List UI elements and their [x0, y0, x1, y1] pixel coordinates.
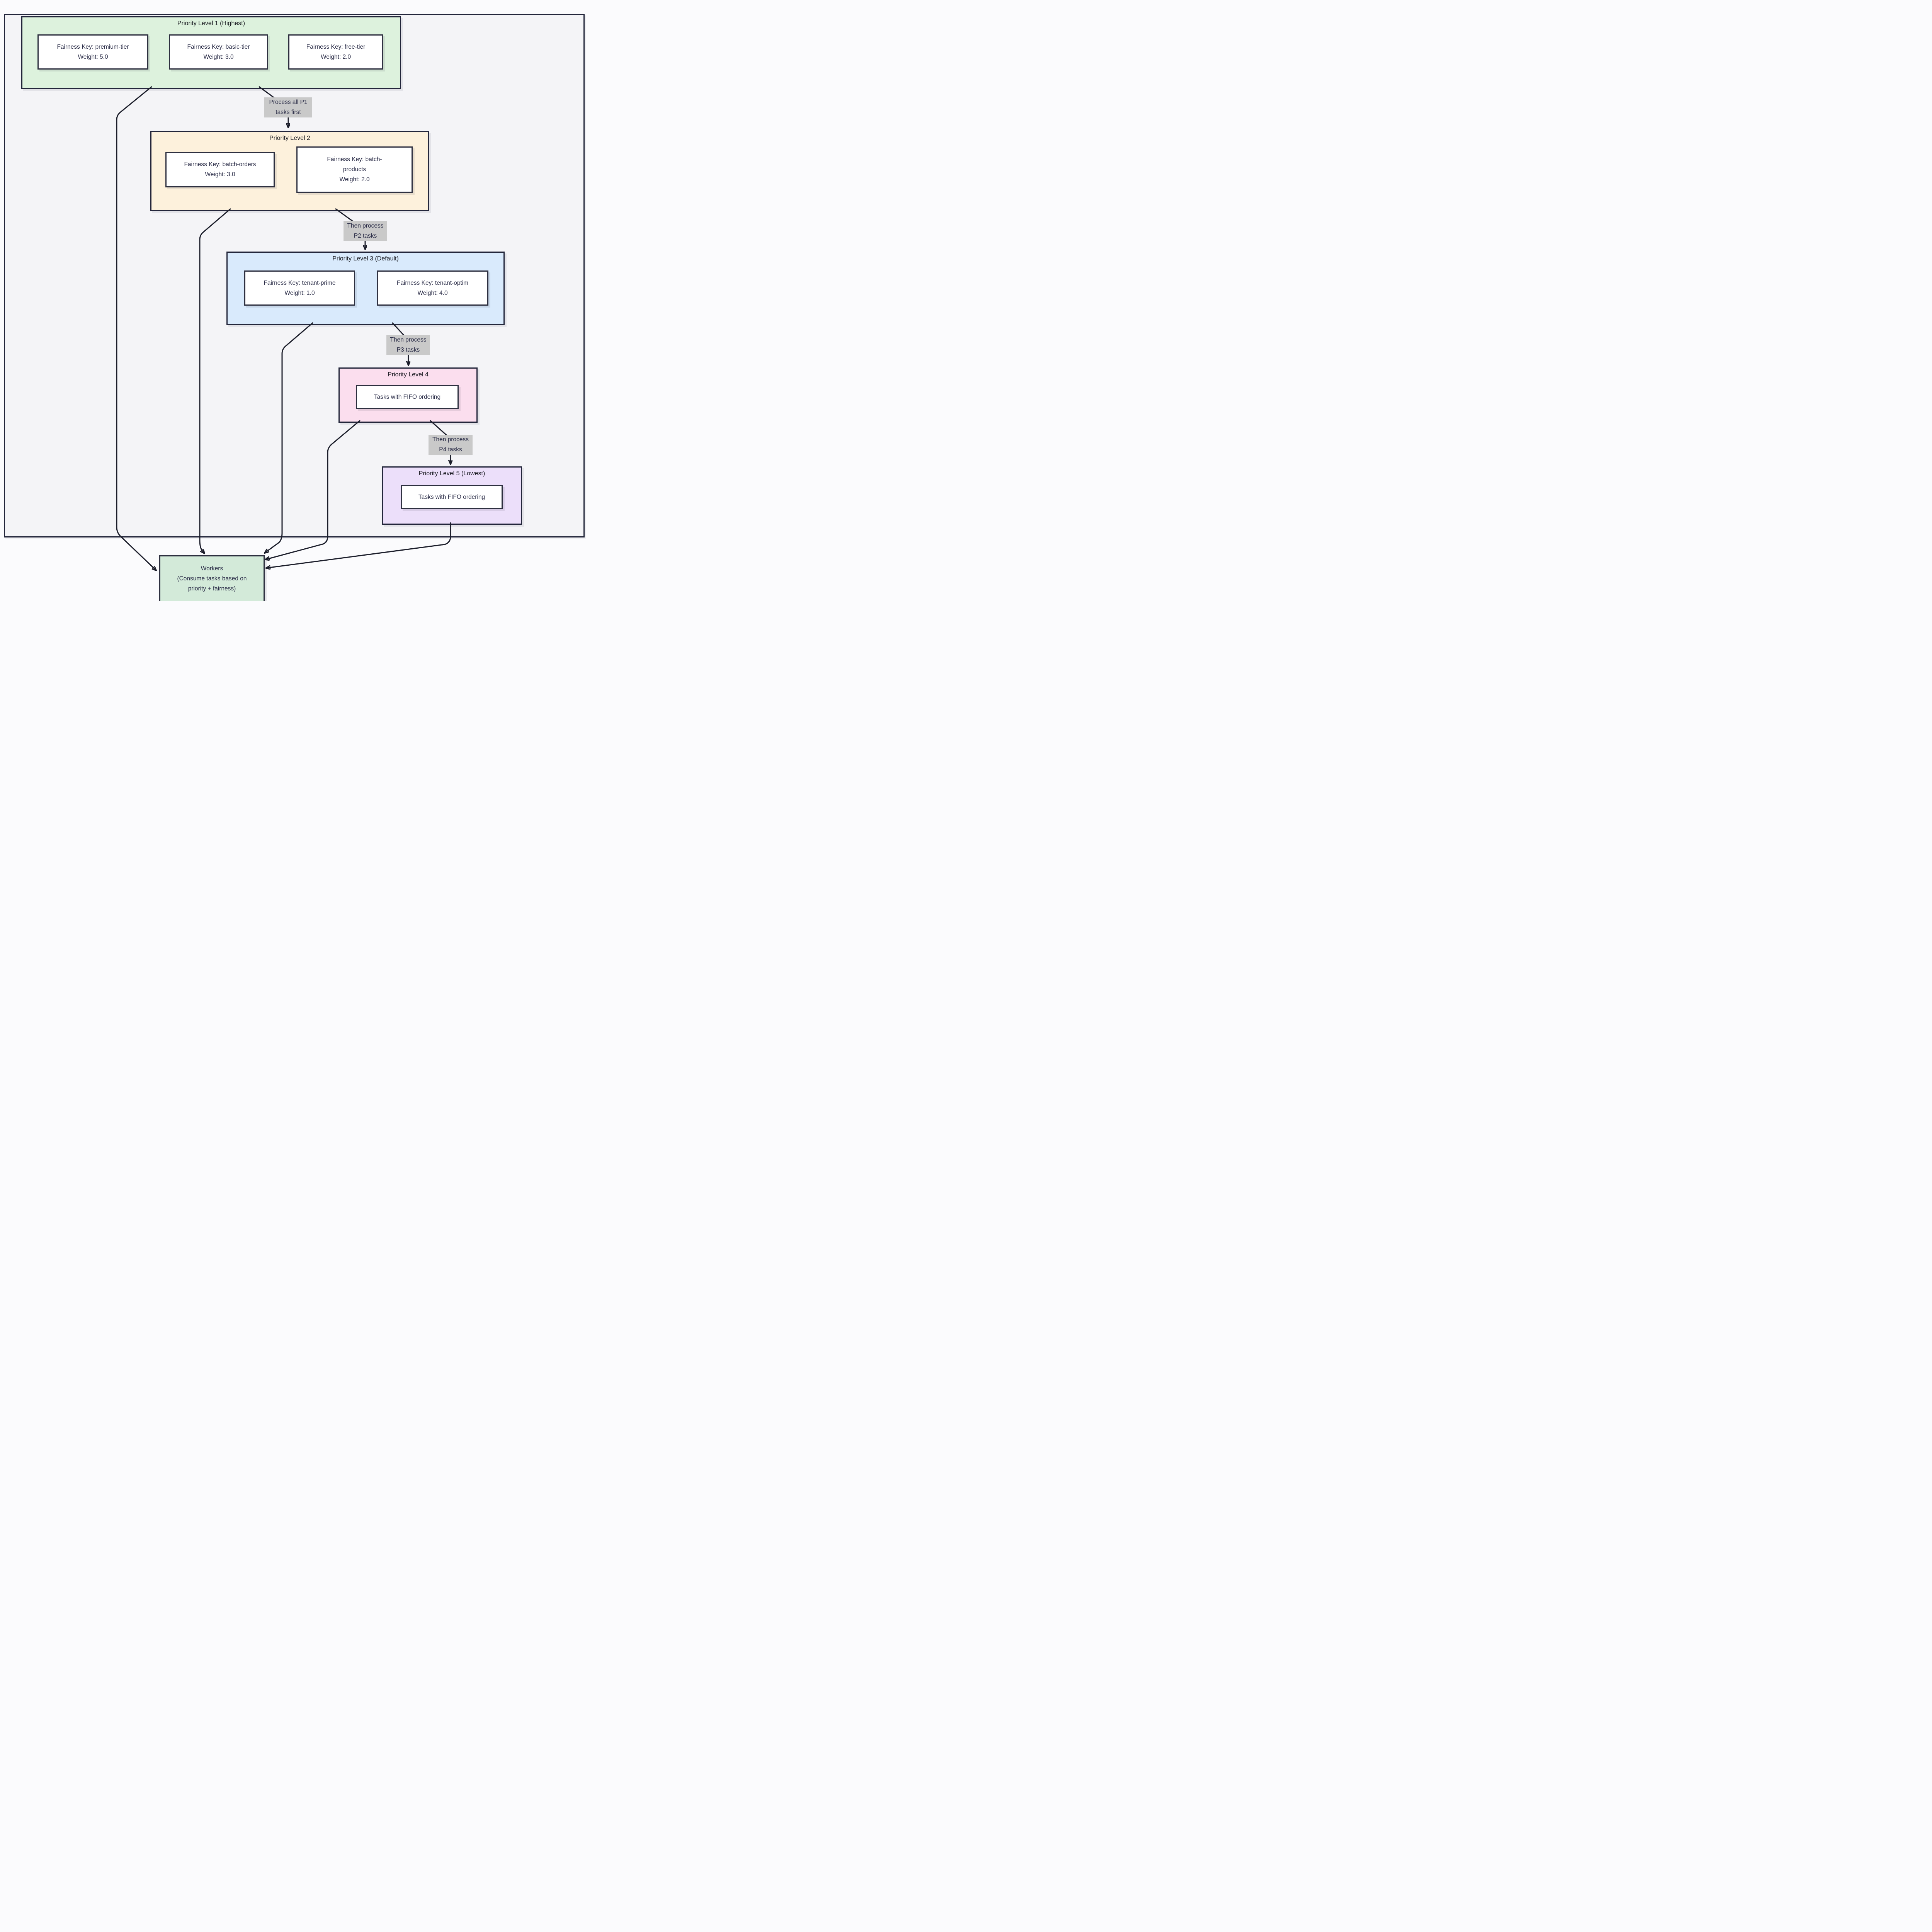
priority-level-2-title: Priority Level 2	[269, 135, 310, 141]
edge-label-line: P4 tasks	[439, 446, 462, 453]
node-line: Tasks with FIFO ordering	[374, 393, 441, 400]
node-line: Fairness Key: free-tier	[306, 43, 366, 50]
edge-label-p1-p2: Process all P1 tasks first	[264, 97, 312, 117]
node-tenant-prime: Fairness Key: tenant-prime Weight: 1.0	[244, 270, 355, 306]
edge-label-line: Then process	[432, 436, 469, 443]
node-line: Fairness Key: batch-orders	[184, 161, 256, 168]
node-line: (Consume tasks based on	[177, 575, 247, 582]
edge-label-line: Then process	[390, 337, 427, 343]
edge-label-p4-p5: Then process P4 tasks	[429, 435, 473, 455]
node-line: Fairness Key: tenant-prime	[264, 279, 336, 286]
node-line: Weight: 2.0	[339, 176, 370, 183]
node-line: priority + fairness)	[188, 585, 236, 592]
node-line: Weight: 4.0	[417, 289, 448, 296]
edge-label-p2-p3: Then process P2 tasks	[344, 221, 387, 241]
edge-label-p3-p4: Then process P3 tasks	[386, 335, 430, 355]
node-line: Fairness Key: tenant-optim	[396, 279, 469, 286]
node-premium-tier: Fairness Key: premium-tier Weight: 5.0	[37, 34, 148, 70]
edge-label-line: Process all P1	[269, 99, 308, 105]
node-fifo-p5: Tasks with FIFO ordering	[401, 485, 503, 509]
node-line: Weight: 2.0	[320, 53, 351, 60]
edge-label-line: Then process	[347, 223, 384, 229]
node-line: Workers	[201, 565, 223, 572]
node-line: Fairness Key: basic-tier	[187, 43, 250, 50]
edge-label-line: P2 tasks	[354, 233, 377, 239]
node-batch-orders: Fairness Key: batch-orders Weight: 3.0	[165, 152, 275, 187]
node-basic-tier: Fairness Key: basic-tier Weight: 3.0	[169, 34, 268, 70]
node-line: Fairness Key: premium-tier	[57, 43, 129, 50]
node-line: Tasks with FIFO ordering	[418, 493, 485, 500]
node-line: Weight: 1.0	[284, 289, 315, 296]
node-line: Fairness Key: batch-	[327, 156, 382, 163]
diagram-canvas: Task Queue Priority Level 1 (Highest) Fa…	[0, 0, 596, 601]
node-line: Weight: 3.0	[205, 171, 235, 178]
edge-label-line: tasks first	[276, 109, 301, 116]
node-workers: Workers (Consume tasks based on priority…	[159, 555, 265, 601]
node-tenant-optim: Fairness Key: tenant-optim Weight: 4.0	[377, 270, 488, 306]
node-batch-products: Fairness Key: batch- products Weight: 2.…	[296, 146, 413, 193]
node-free-tier: Fairness Key: free-tier Weight: 2.0	[288, 34, 383, 70]
priority-level-5-title: Priority Level 5 (Lowest)	[418, 470, 485, 477]
priority-level-3-title: Priority Level 3 (Default)	[332, 255, 399, 262]
priority-level-4-title: Priority Level 4	[388, 371, 429, 378]
node-fifo-p4: Tasks with FIFO ordering	[356, 385, 459, 409]
node-line: Weight: 5.0	[78, 53, 108, 60]
edge-label-line: P3 tasks	[396, 347, 420, 353]
node-line: products	[343, 166, 366, 173]
node-line: Weight: 3.0	[203, 53, 234, 60]
priority-level-1-title: Priority Level 1 (Highest)	[177, 20, 245, 27]
